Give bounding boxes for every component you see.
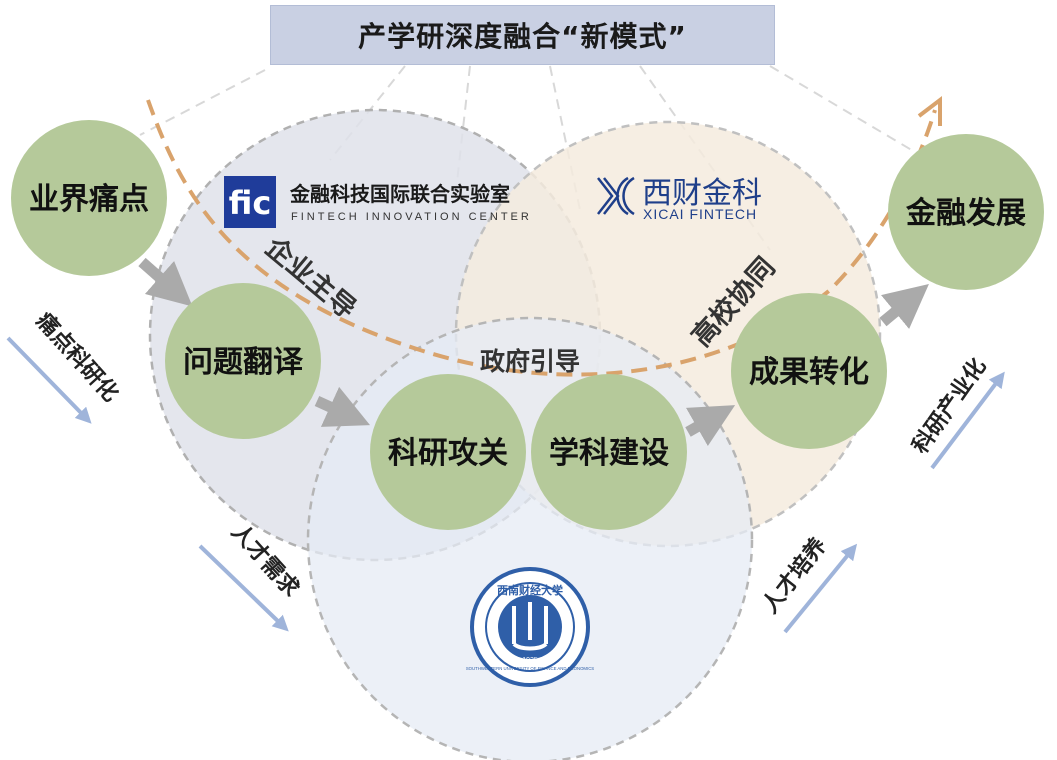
side-arrows xyxy=(6,336,1005,634)
fic-logo-mark xyxy=(224,176,276,228)
seal-emblem xyxy=(512,602,548,651)
title-banner: 产学研深度融合“新模式” xyxy=(270,5,775,65)
node-discipline: 学科建设 xyxy=(531,374,687,530)
arrow-right-top xyxy=(930,371,1005,470)
node-research-label: 科研攻关 xyxy=(388,436,508,471)
node-pain-point: 业界痛点 xyxy=(11,120,167,276)
government-circle xyxy=(306,316,754,760)
arrow-discipline-to-transform xyxy=(685,405,736,447)
arrow-right-bottom xyxy=(783,543,858,634)
xicai-logo-en: XICAI FINTECH xyxy=(643,206,757,222)
university-seal: 西南财经大学 SOUTHWESTERN UNIVERSITY OF FINANC… xyxy=(466,567,594,687)
label-government-guide: 政府引导 xyxy=(480,347,580,376)
node-finance-label: 金融发展 xyxy=(905,196,1026,231)
xicai-logo-mark xyxy=(597,176,635,216)
node-pain-point-label: 业界痛点 xyxy=(29,182,149,217)
seal-cn: 西南财经大学 xyxy=(497,583,563,597)
fic-logo: fic 金融科技国际联合实验室 FINTECH INNOVATION CENTE… xyxy=(224,176,532,228)
arrow-pain-to-translate xyxy=(138,257,193,307)
label-pain-to-research: 痛点科研化 xyxy=(31,308,124,407)
arrow-translate-to-research xyxy=(314,386,371,427)
label-talent-cultivation: 人才培养 xyxy=(757,533,832,618)
arrow-left-top xyxy=(6,336,92,424)
fic-logo-mark-text: fic xyxy=(229,184,272,222)
seal-en: SOUTHWESTERN UNIVERSITY OF FINANCE AND E… xyxy=(466,666,594,671)
xicai-logo-cn: 西财金科 xyxy=(642,176,762,211)
node-discipline-label: 学科建设 xyxy=(549,436,669,471)
node-transformation-label: 成果转化 xyxy=(749,355,869,390)
seal-year: 1925 xyxy=(522,657,538,664)
node-transformation: 成果转化 xyxy=(731,293,887,449)
fic-logo-en: FINTECH INNOVATION CENTER xyxy=(291,211,532,223)
xicai-logo: 西财金科 XICAI FINTECH xyxy=(597,176,762,222)
page-title: 产学研深度融合“新模式” xyxy=(358,20,687,53)
fic-logo-cn: 金融科技国际联合实验室 xyxy=(289,182,510,206)
arrow-transform-to-finance xyxy=(879,283,929,329)
node-finance: 金融发展 xyxy=(888,134,1044,290)
node-problem-translation-label: 问题翻译 xyxy=(183,345,304,380)
arrow-left-bottom xyxy=(198,544,289,632)
node-problem-translation: 问题翻译 xyxy=(165,283,321,439)
node-research: 科研攻关 xyxy=(370,374,526,530)
innovation-flow-arrowhead xyxy=(917,95,942,126)
flow-arrows xyxy=(138,257,929,447)
